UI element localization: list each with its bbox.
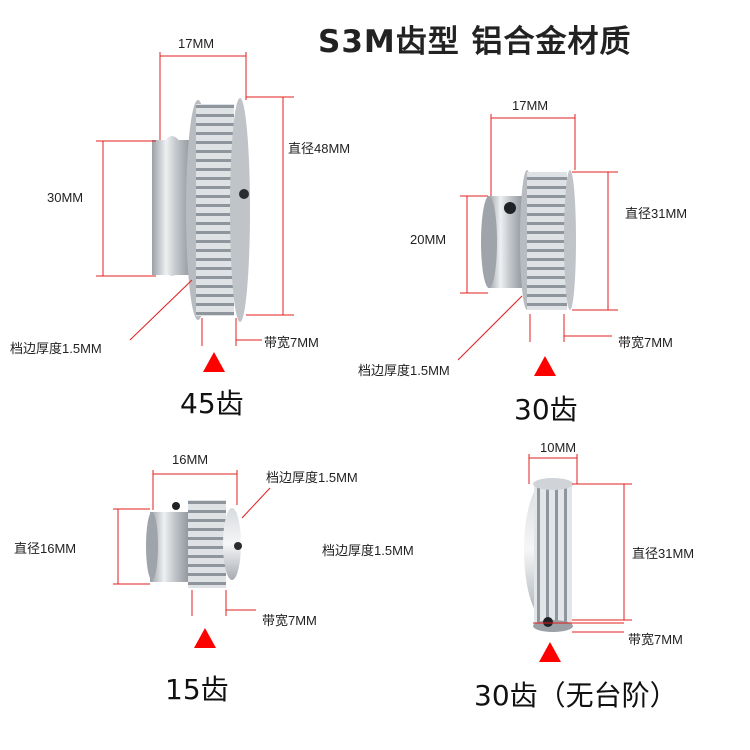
pulley-15-marker-icon (194, 628, 216, 648)
pulley-15-teeth-label: 15齿 (165, 673, 229, 706)
pulley-30-no-step-width-label: 10MM (540, 440, 577, 455)
pulley-30-height-label: 20MM (410, 232, 447, 247)
pulley-45-teeth (152, 98, 250, 322)
pulley-30-no-step-teeth-label: 30齿（无台阶） (474, 679, 678, 712)
pulley-30-no-step-marker-icon (539, 642, 561, 662)
pulley-30-flange-label: 档边厚度1.5MM (358, 363, 450, 378)
pulley-30-belt-label: 带宽7MM (618, 335, 673, 350)
pulley-45-width-label: 17MM (178, 36, 215, 51)
pulley-15-width-label: 16MM (172, 452, 209, 467)
pulley-15-dimension-lines (113, 470, 271, 616)
pulley-30-teeth (481, 170, 576, 310)
pulley-30-diameter-label: 直径31MM (625, 206, 688, 221)
pulley-15-teeth (146, 500, 242, 588)
pulley-15-belt-label: 带宽7MM (262, 613, 317, 628)
pulley-30-no-step-dimension-lines (528, 454, 632, 633)
pulley-30-no-step-belt-label: 带宽7MM (628, 632, 683, 647)
page-title: S3M齿型 铝合金材质 (318, 24, 632, 60)
pulley-15-flange-label: 档边厚度1.5MM (266, 470, 358, 485)
pulley-15-side-flange-label: 档边厚度1.5MM (322, 543, 414, 558)
pulley-30-dimension-lines (457, 114, 618, 361)
pulley-45-dimension-lines (96, 52, 294, 346)
pulley-30-teeth-label: 30齿 (514, 393, 578, 426)
pulley-30-width-label: 17MM (512, 98, 549, 113)
pulley-45-diameter-label: 直径48MM (288, 141, 351, 156)
pulley-45-teeth-label: 45齿 (180, 387, 244, 420)
pulley-30-teeth-no-step (524, 478, 573, 632)
pulley-30-marker-icon (534, 356, 556, 376)
pulley-45-marker-icon (203, 352, 225, 372)
pulley-15-diameter-label: 直径16MM (14, 541, 77, 556)
pulley-45-height-label: 30MM (47, 190, 84, 205)
pulley-30-no-step-diameter-label: 直径31MM (632, 546, 695, 561)
pulley-45-belt-label: 带宽7MM (264, 335, 319, 350)
pulley-45-flange-label: 档边厚度1.5MM (10, 341, 102, 356)
